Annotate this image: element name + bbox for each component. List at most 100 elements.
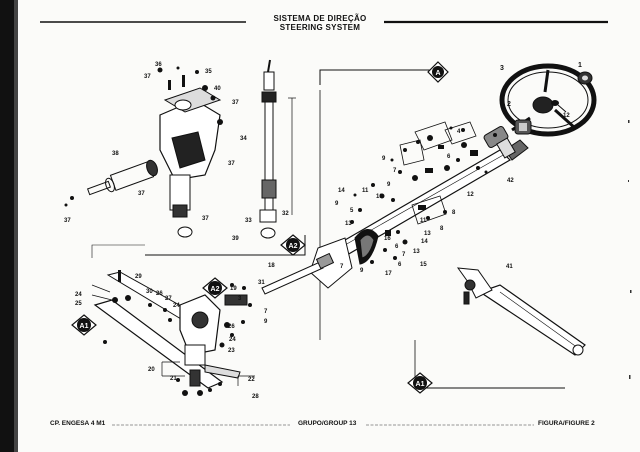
callout-arrow-lines bbox=[91, 69, 565, 389]
horn-button bbox=[577, 71, 593, 85]
part-26b: 26 bbox=[228, 324, 235, 330]
footer-figure: FIGURA/FIGURE 2 bbox=[538, 420, 595, 427]
part-9e: 9 bbox=[264, 319, 268, 325]
part-23: 23 bbox=[228, 348, 235, 354]
part-38: 38 bbox=[112, 151, 119, 157]
part-12: 12 bbox=[467, 192, 474, 198]
ref-a2-label-2: A2 bbox=[211, 286, 220, 293]
scan-specks bbox=[628, 120, 632, 379]
drag-link-assembly bbox=[93, 271, 248, 389]
ref-marker-a1-left: A1 bbox=[71, 314, 97, 336]
part-17: 17 bbox=[385, 271, 392, 277]
ref-a2-label: A2 bbox=[289, 243, 298, 250]
part-37c: 37 bbox=[228, 161, 235, 167]
part-8b: 8 bbox=[440, 226, 444, 232]
part-41: 41 bbox=[506, 264, 513, 270]
part-26: 26 bbox=[156, 291, 163, 297]
arrow-line-a bbox=[319, 69, 430, 85]
part-37e: 37 bbox=[202, 216, 209, 222]
part-12-wheel: 12 bbox=[563, 113, 570, 119]
steering-hub-2 bbox=[514, 119, 532, 135]
part-36: 36 bbox=[155, 62, 162, 68]
part-14b: 14 bbox=[338, 188, 345, 194]
part-13b: 13 bbox=[413, 249, 420, 255]
tie-rod-41 bbox=[456, 267, 586, 356]
part-39: 39 bbox=[232, 236, 239, 242]
part-24c: 24 bbox=[229, 337, 236, 343]
part-24b: 24 bbox=[173, 303, 180, 309]
part-18: 18 bbox=[268, 263, 275, 269]
column-brackets bbox=[399, 121, 477, 225]
part-6: 6 bbox=[447, 154, 451, 160]
footer-vehicle: CP. ENGESA 4 M1 bbox=[50, 420, 106, 427]
ref-marker-a: A bbox=[427, 61, 449, 83]
part-15: 15 bbox=[420, 262, 427, 268]
steering-gearbox bbox=[159, 87, 222, 238]
part-34: 34 bbox=[240, 136, 247, 142]
arrow-line-a2-top bbox=[145, 235, 306, 256]
ref-a-label: A bbox=[435, 70, 440, 77]
title-english: STEERING SYSTEM bbox=[279, 23, 361, 32]
scan-edge-shadow bbox=[14, 0, 18, 452]
scan-edge bbox=[0, 0, 14, 452]
footer-group: GRUPO/GROUP 13 bbox=[298, 420, 357, 427]
ref-marker-a2-top: A2 bbox=[280, 234, 306, 256]
column-hardware bbox=[350, 126, 497, 264]
gearbox-hardware bbox=[64, 66, 223, 207]
part-33: 33 bbox=[245, 218, 252, 224]
worm-shaft bbox=[259, 59, 296, 239]
part-22: 22 bbox=[248, 377, 255, 383]
part-2: 2 bbox=[507, 101, 511, 108]
part-4: 4 bbox=[457, 129, 461, 135]
part-7: 7 bbox=[402, 252, 406, 258]
part-20: 20 bbox=[148, 367, 155, 373]
ref-marker-a2-bottom: A2 bbox=[202, 277, 228, 299]
linkage-leader-lines bbox=[91, 284, 255, 386]
part-32: 32 bbox=[282, 211, 289, 217]
part-28: 28 bbox=[252, 394, 259, 400]
part-9d: 9 bbox=[360, 268, 364, 274]
part-19: 19 bbox=[230, 286, 237, 292]
part-27: 27 bbox=[165, 296, 172, 302]
linkage-hardware bbox=[103, 270, 252, 396]
part-6b: 6 bbox=[398, 262, 402, 268]
part-6c: 6 bbox=[395, 244, 399, 250]
part-7d: 7 bbox=[264, 309, 268, 315]
part-5: 5 bbox=[350, 208, 354, 214]
part-numbers: 1 2 3 12 42 41 4 6 12 8 8 11 13 14 13 15… bbox=[64, 62, 582, 400]
sector-shaft-cylinder bbox=[105, 159, 158, 193]
part-37b: 37 bbox=[232, 100, 239, 106]
hub-nut-12 bbox=[551, 100, 567, 113]
part-21: 21 bbox=[170, 376, 177, 382]
part-31: 31 bbox=[258, 280, 265, 286]
part-7c: 7 bbox=[340, 264, 344, 270]
part-13c: 13 bbox=[345, 221, 352, 227]
title-portuguese: SISTEMA DE DIREÇÃO bbox=[273, 14, 367, 23]
part-13: 13 bbox=[424, 231, 431, 237]
part-9: 9 bbox=[387, 182, 391, 188]
part-25: 25 bbox=[75, 301, 82, 307]
part-11b: 11 bbox=[362, 188, 369, 194]
part-40: 40 bbox=[214, 86, 221, 92]
part-11: 11 bbox=[420, 218, 427, 224]
part-1: 1 bbox=[578, 62, 582, 69]
part-9c: 9 bbox=[335, 201, 339, 207]
part-42: 42 bbox=[507, 178, 514, 184]
part-7b: 7 bbox=[393, 168, 397, 174]
part-14: 14 bbox=[421, 239, 428, 245]
part-8: 8 bbox=[452, 210, 456, 216]
ref-a1-label: A1 bbox=[80, 323, 89, 330]
part-24: 24 bbox=[75, 292, 82, 298]
part-37f: 37 bbox=[64, 218, 71, 224]
part-35: 35 bbox=[205, 69, 212, 75]
part-3b: 3 bbox=[238, 296, 242, 302]
intermediate-shaft-18 bbox=[261, 252, 335, 295]
part-9b: 9 bbox=[382, 156, 386, 162]
part-37d: 37 bbox=[138, 191, 145, 197]
part-3: 3 bbox=[500, 65, 504, 72]
part-29: 29 bbox=[135, 274, 142, 280]
ref-a1-label-2: A1 bbox=[416, 381, 425, 388]
part-16: 16 bbox=[384, 236, 391, 242]
